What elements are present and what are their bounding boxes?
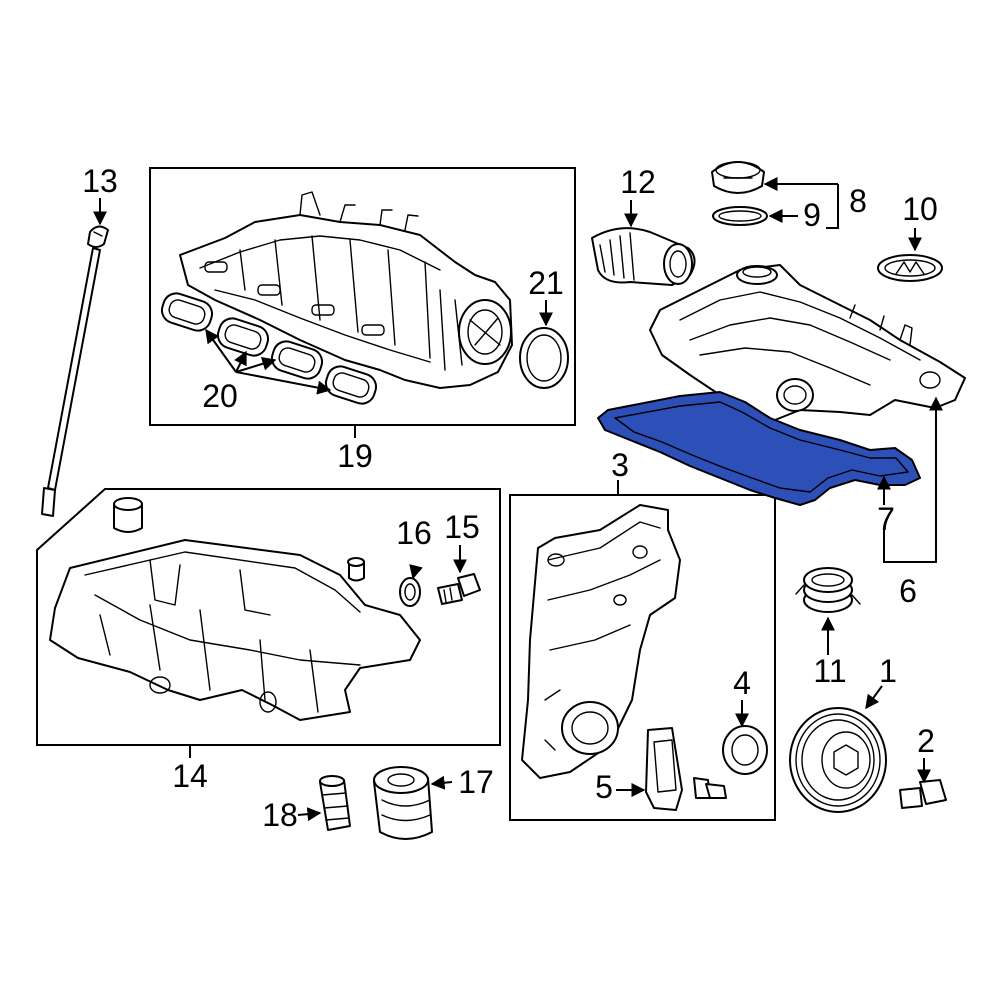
timing-chain-cover-part[interactable] [521,504,681,779]
filler-cap-oring-part[interactable] [712,206,768,226]
callout-14: 14 [172,758,208,794]
callout-16: 16 [396,515,432,551]
drain-bolt-part[interactable] [437,573,481,605]
timing-cover-group-box [509,494,776,821]
intake-manifold-part[interactable] [179,191,513,389]
spring-clamp-part[interactable] [795,567,861,613]
callout-7: 7 [877,501,895,537]
oil-filler-cap-part[interactable] [711,161,765,194]
callout-15: 15 [444,509,480,545]
oil-pan-dowel-large-part[interactable] [113,497,143,533]
callout-13: 13 [82,163,118,199]
callout-8: 8 [849,183,867,219]
callout-1: 1 [879,653,897,689]
leader-lines [93,177,943,822]
cover-plate-part[interactable] [645,727,683,811]
oil-pan-group-box [36,488,501,746]
callout-labels: 13 12 8 9 10 21 20 19 3 7 16 15 6 11 1 4… [82,163,938,833]
callout-2: 2 [917,723,935,759]
callout-20: 20 [202,378,238,414]
callout-6: 6 [899,573,917,609]
callout-11: 11 [813,653,846,689]
oil-pan-dowel-small-part[interactable] [347,557,365,582]
callout-17: 17 [458,764,494,800]
oil-filter-part[interactable] [373,766,433,840]
callout-3: 3 [611,447,629,483]
pulley-bolt-part[interactable] [899,779,947,809]
oil-pan-part[interactable] [49,539,421,721]
emblem-part[interactable] [877,254,943,282]
intake-gasket-part[interactable] [159,290,380,407]
throttle-gasket-part[interactable] [519,327,569,389]
callout-10: 10 [902,191,938,227]
callout-21: 21 [528,265,564,301]
intake-manifold-group-box [149,167,576,426]
cover-bolt-part[interactable] [693,777,727,799]
oil-seal-part[interactable] [399,577,421,607]
callout-12: 12 [620,164,656,200]
crank-seal-part[interactable] [722,725,768,775]
callout-5: 5 [595,769,613,805]
intake-hose-part[interactable] [591,227,696,286]
dipstick-part[interactable] [41,225,109,517]
callout-4: 4 [733,665,751,701]
callout-19: 19 [337,438,373,474]
callout-18: 18 [262,797,298,833]
oil-filter-stud-part[interactable] [319,775,351,831]
callout-9: 9 [803,197,821,233]
crankshaft-pulley-part[interactable] [789,707,887,813]
valve-cover-part[interactable] [649,264,966,423]
